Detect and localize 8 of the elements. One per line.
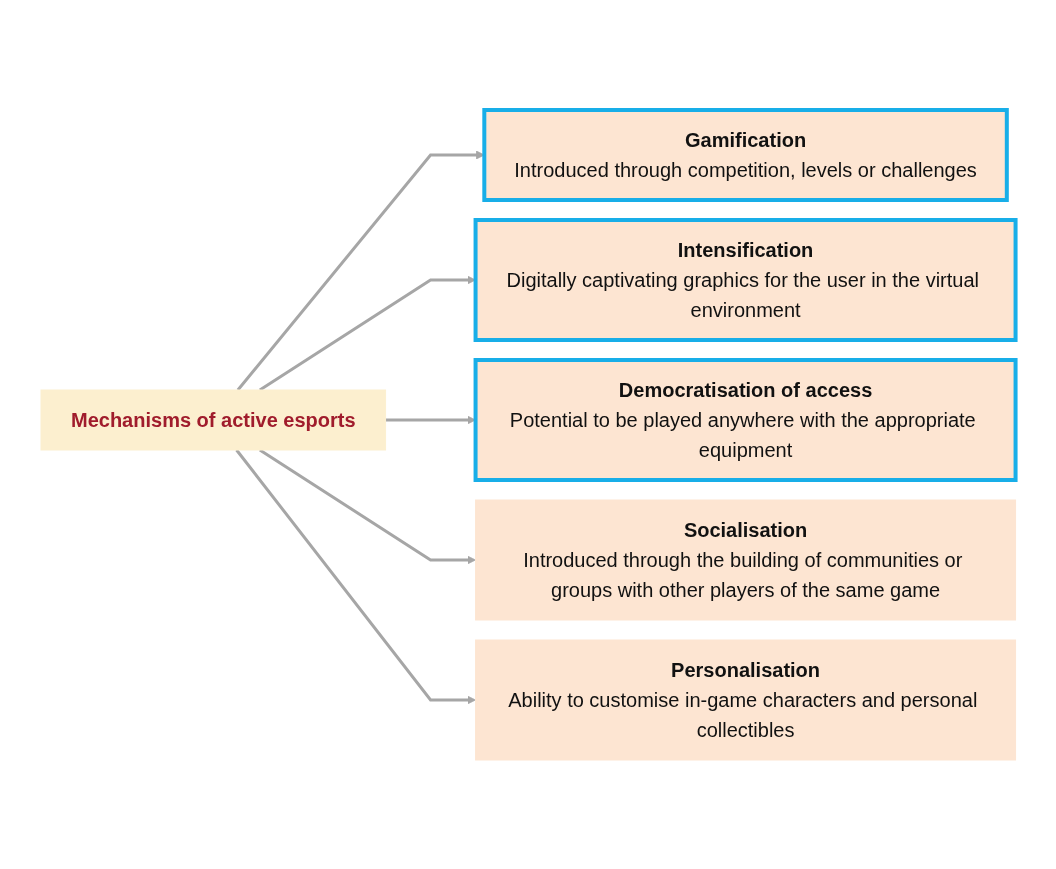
arrow <box>235 448 476 704</box>
node-box: Gamification Introduced through competition, levels or challenges <box>482 107 1009 202</box>
node-box: Democratisation of access Potential to be played anywhere with the appropriate equipment <box>473 357 1018 482</box>
node-box: Socialisation Introduced through the building of communities or groups with other players of the same game <box>474 499 1016 620</box>
arrow <box>258 448 476 564</box>
node-box: Intensification Digitally captivating graphics for the user in the virtual environment <box>473 217 1018 342</box>
node-box: Personalisation Ability to customise in-game characters and personal collectibles <box>474 639 1016 760</box>
node-box: Mechanisms of active esports <box>40 389 386 450</box>
